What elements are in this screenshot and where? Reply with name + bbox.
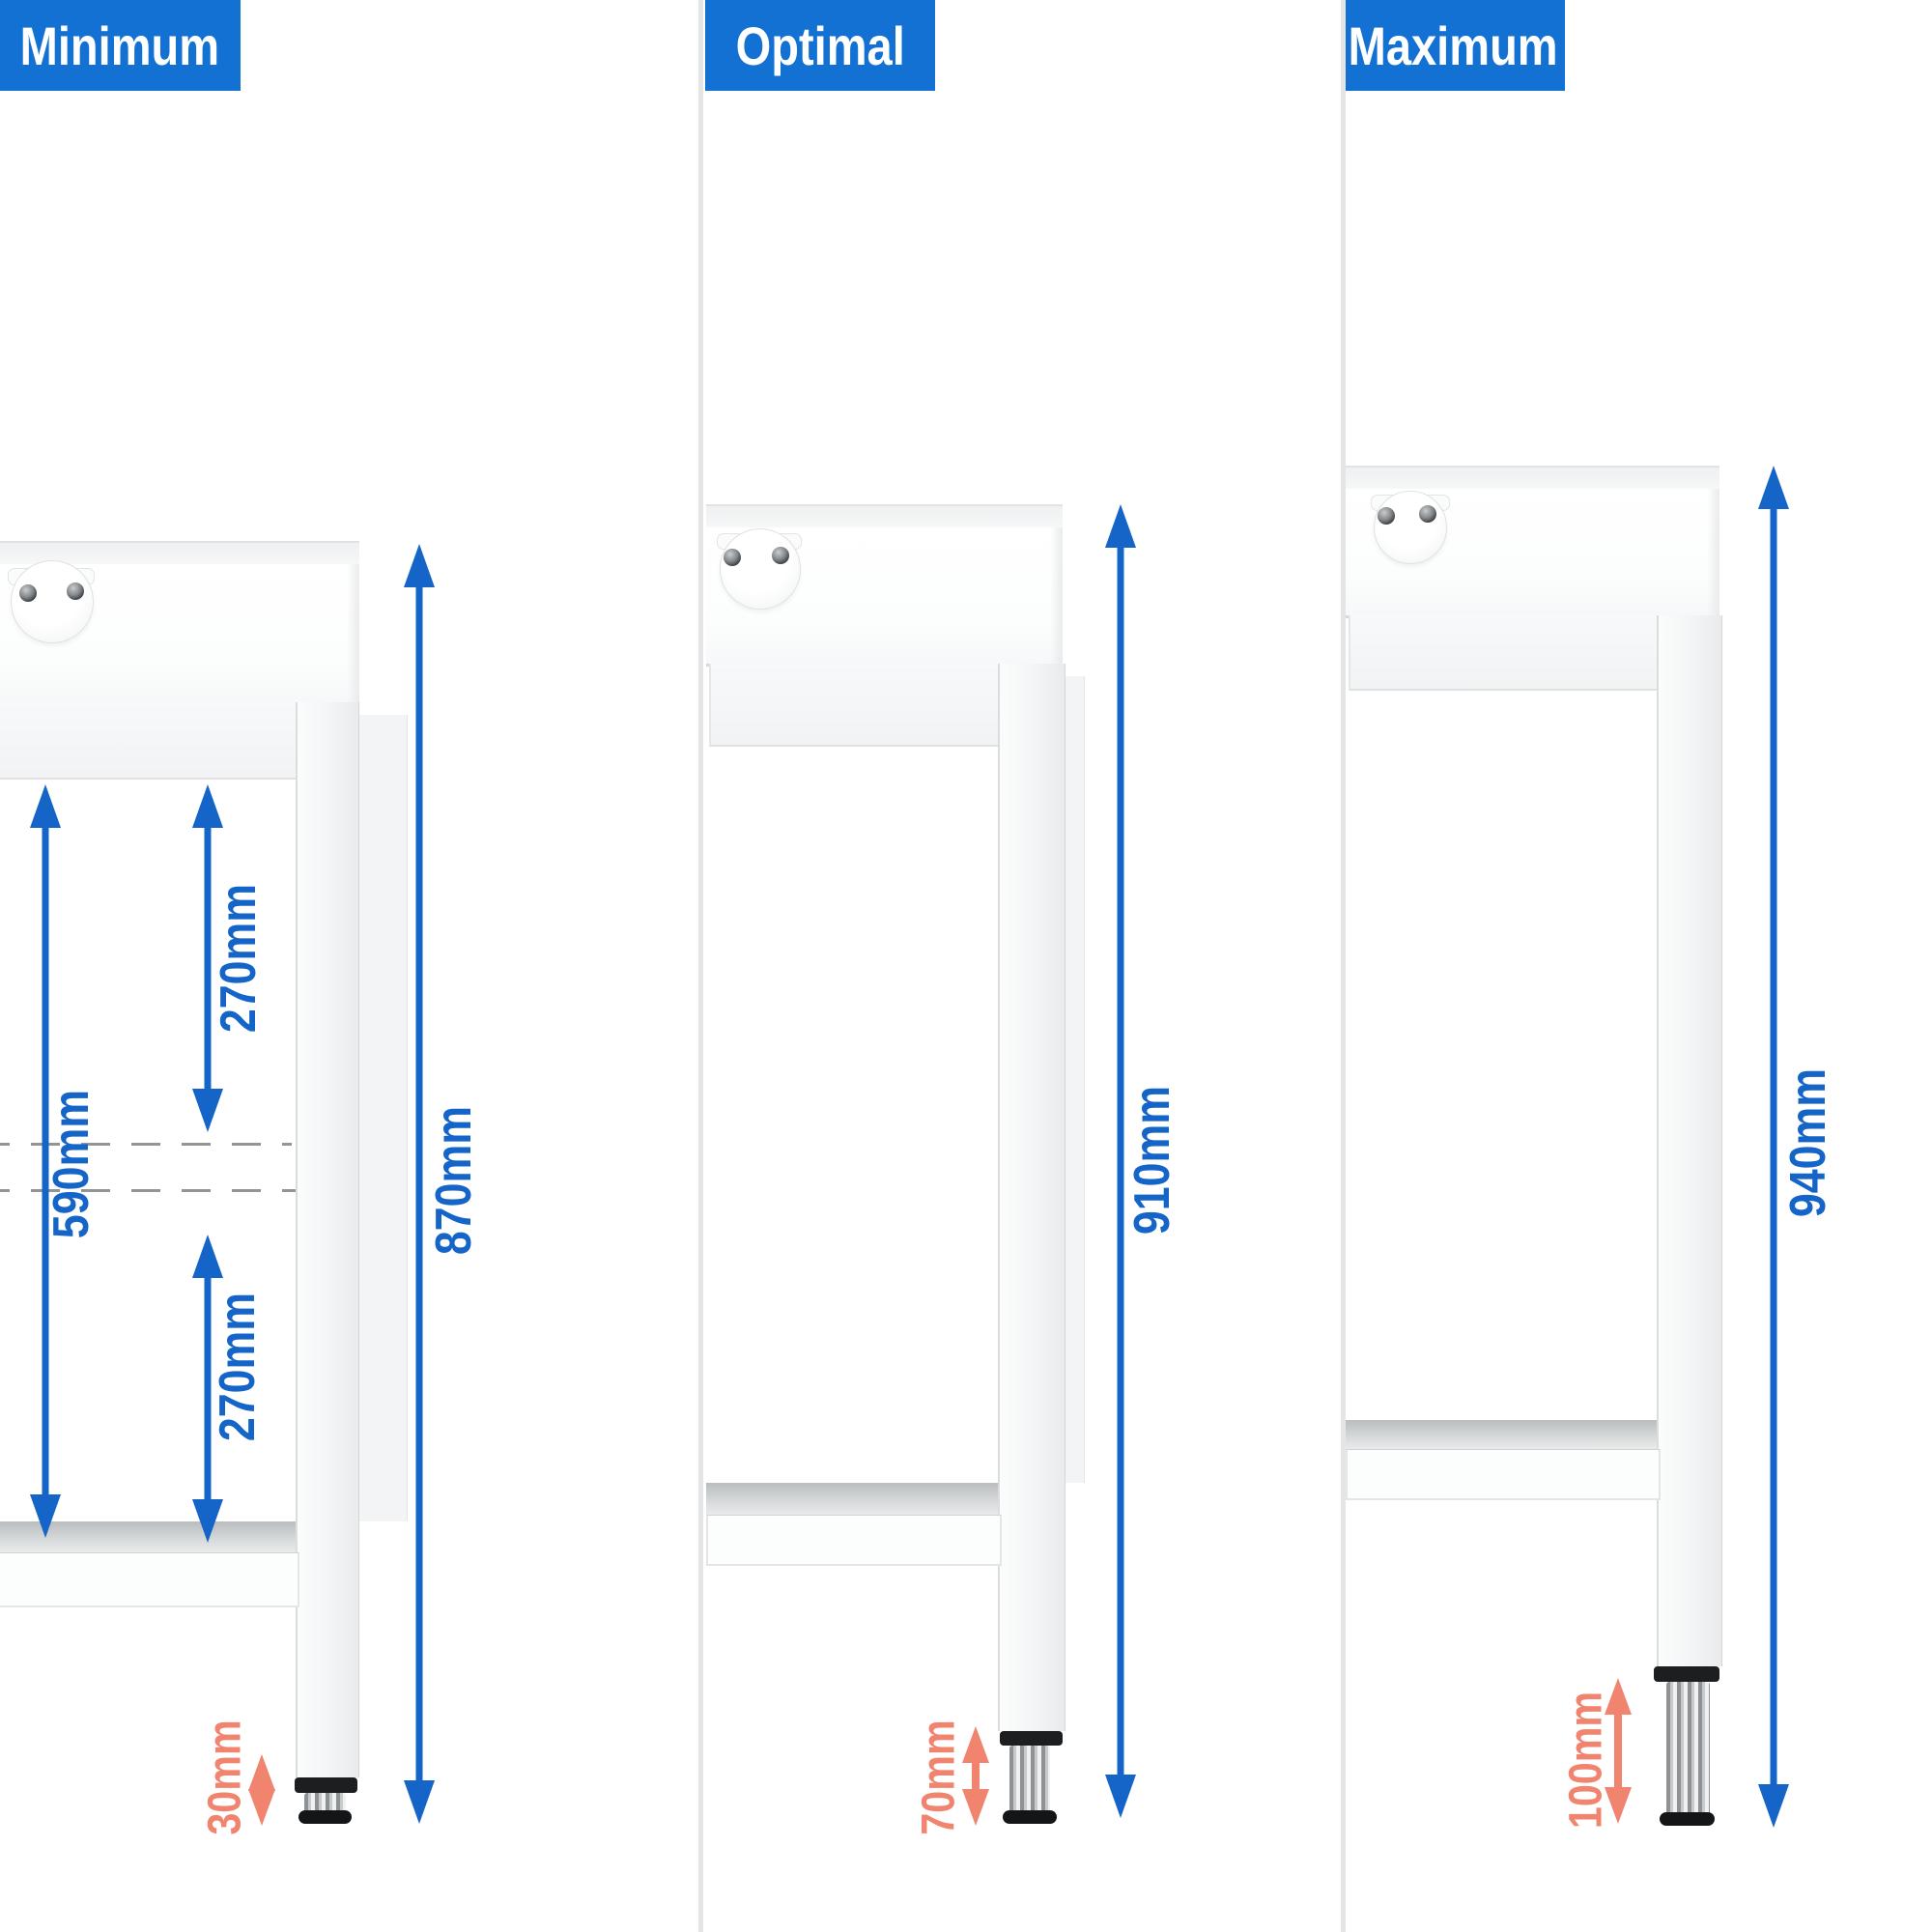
overall-height-label: 870mm (426, 1105, 482, 1256)
foot-base (1003, 1810, 1057, 1824)
badge-minimum-label: Minimum (19, 14, 220, 76)
foot-cap (1000, 1731, 1063, 1746)
panel-maximum: Maximum 940mm 100mm (1346, 0, 1932, 1932)
dashed-reference-line-lower (0, 1189, 296, 1192)
panel-optimal: Optimal 910mm 70mm (703, 0, 1341, 1932)
tabletop-side-edge (1050, 527, 1063, 664)
front-leg (296, 702, 359, 1777)
wall-bracket (720, 528, 801, 610)
clearance-total-label: 590mm (43, 1089, 99, 1239)
badge-maximum: Maximum (1346, 0, 1565, 91)
wall-bracket (1374, 491, 1447, 564)
foot-adjustment-label: 100mm (1560, 1690, 1612, 1830)
foot-base (1660, 1812, 1715, 1826)
overall-height-arrow (404, 544, 435, 1824)
overall-height-label: 940mm (1780, 1067, 1836, 1218)
badge-minimum: Minimum (0, 0, 241, 91)
foot-cap (1654, 1666, 1719, 1682)
badge-optimal: Optimal (705, 0, 935, 91)
under-shelf-front (706, 1515, 1002, 1566)
table-apron (1349, 615, 1659, 691)
clearance-lower-label: 270mm (210, 1292, 266, 1442)
clearance-upper-arrow (192, 784, 223, 1132)
foot-adjustment-arrow (248, 1754, 275, 1826)
dashed-reference-line-upper (0, 1143, 292, 1146)
foot-adjustment-arrow (1605, 1678, 1632, 1824)
clearance-total-arrow (30, 784, 61, 1538)
adjustable-foot (1009, 1746, 1050, 1818)
table-apron (0, 702, 296, 780)
badge-optimal-label: Optimal (735, 14, 905, 76)
rear-leg (1063, 676, 1085, 1483)
screw-icon (1378, 507, 1395, 525)
screw-icon (772, 547, 789, 564)
foot-adjustment-arrow (962, 1726, 989, 1826)
screw-icon (67, 582, 84, 600)
foot-cap (295, 1777, 357, 1793)
tabletop (1346, 466, 1719, 492)
clearance-upper-label: 270mm (211, 883, 267, 1034)
wall-bracket (11, 560, 94, 643)
foot-adjustment-label: 30mm (199, 1719, 251, 1835)
foot-base (298, 1810, 352, 1824)
overall-height-arrow (1105, 504, 1136, 1818)
foot-adjustment-label: 70mm (913, 1719, 965, 1835)
screw-icon (1419, 505, 1436, 523)
under-shelf-front (1346, 1449, 1661, 1500)
clearance-lower-arrow (192, 1235, 223, 1543)
rear-leg (356, 715, 408, 1521)
tabletop-side-edge (1707, 489, 1719, 615)
panel-minimum: Minimum 590mm 270mm 270mm (0, 0, 698, 1932)
panel-divider (698, 0, 703, 1932)
front-leg (1657, 615, 1722, 1666)
screw-icon (724, 549, 741, 566)
tabletop (706, 504, 1063, 530)
under-shelf-top (1346, 1420, 1657, 1449)
panel-divider (1341, 0, 1346, 1932)
under-shelf-front (0, 1552, 299, 1607)
front-leg (998, 664, 1065, 1731)
overall-height-label: 910mm (1124, 1085, 1180, 1236)
overall-height-arrow (1758, 466, 1789, 1828)
table-apron (709, 664, 1000, 747)
screw-icon (19, 584, 37, 602)
tabletop-side-edge (347, 564, 359, 702)
adjustable-foot (1666, 1682, 1710, 1820)
under-shelf-top (706, 1483, 998, 1515)
badge-maximum-label: Maximum (1348, 14, 1558, 76)
